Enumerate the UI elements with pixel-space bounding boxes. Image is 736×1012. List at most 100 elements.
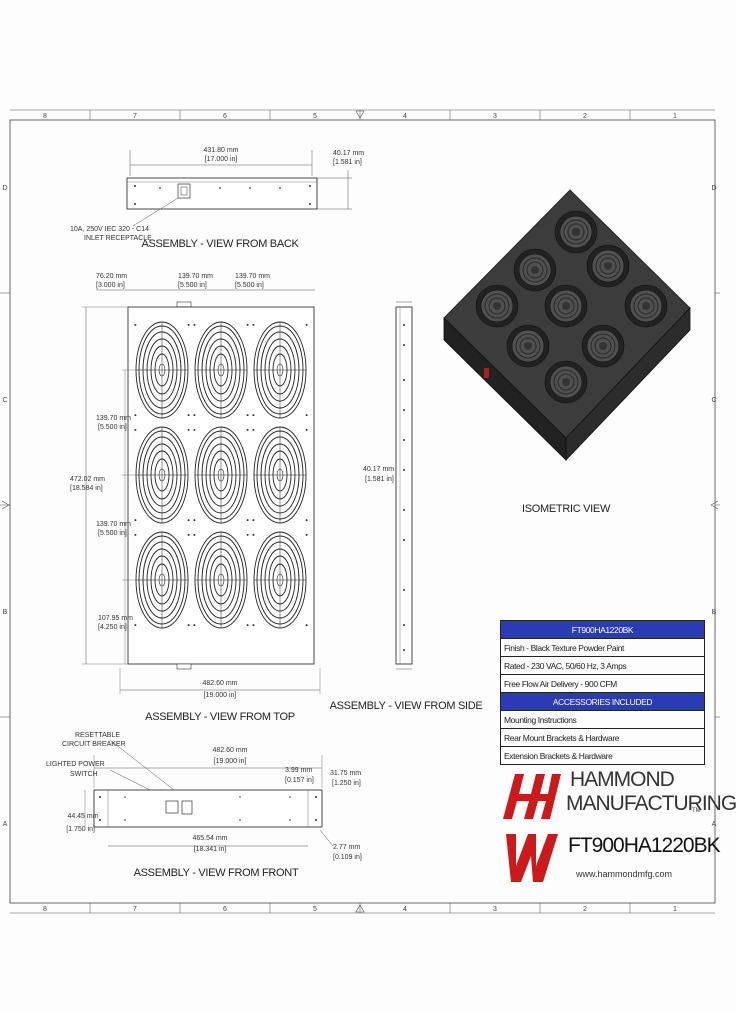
- side-panel: [395, 306, 413, 665]
- top-bottom-offset-dim-in: [4.250 in]: [98, 624, 127, 631]
- accessories-header: ACCESSORIES INCLUDED: [500, 692, 705, 711]
- top-vpitch1-dim: 139.70 mm: [96, 415, 131, 422]
- front-body-dim-in: [18.341 in]: [194, 846, 227, 853]
- zone-row-a-right: A: [712, 821, 717, 828]
- inlet-note-2: INLET RECEPTACLE: [84, 235, 152, 242]
- zone-col-4-bottom: 4: [403, 906, 407, 913]
- zone-col-6-bottom: 6: [223, 906, 227, 913]
- accessory-item-3: Extension Brackets & Hardware: [500, 746, 705, 765]
- back-panel: [126, 177, 318, 210]
- iso-side-face: [565, 307, 691, 461]
- zone-row-d-right: D: [711, 185, 716, 192]
- front-body-dim: 465.54 mm: [192, 835, 227, 842]
- top-width-dim-in: [19.000 in]: [204, 692, 237, 699]
- zone-col-7-bottom: 7: [133, 906, 137, 913]
- top-pitch2-dim: 139.70 mm: [235, 273, 270, 280]
- zone-row-a: A: [3, 821, 8, 828]
- front-slot-dim: 2.77 mm: [333, 844, 360, 851]
- top-offset-dim: 76.20 mm: [96, 273, 127, 280]
- fan-grille-icon: [252, 321, 308, 419]
- top-fan-grid: [134, 321, 308, 629]
- back-height-dim-in: [1.581 in]: [333, 159, 362, 166]
- zone-col-5: 5: [313, 113, 317, 120]
- side-view: 40.17 mm [1.581 in] ASSEMBLY - VIEW FROM…: [330, 301, 483, 712]
- fan-grille-icon: [193, 531, 249, 629]
- iso-fan-icon: [544, 284, 588, 328]
- isometric-title: ISOMETRIC VIEW: [522, 503, 611, 515]
- top-pitch1-dim-in: [5.500 in]: [178, 282, 207, 289]
- front-height-dim-in: [1.750 in]: [66, 826, 95, 833]
- front-view: RESETTABLE CIRCUIT BREAKER LIGHTED POWER…: [46, 732, 362, 879]
- engineering-drawing: 8 7 6 5 4 3 2 1 8 7 6 5 4 3 2 1 D C B A …: [0, 109, 720, 914]
- zone-row-c-right: C: [711, 397, 716, 404]
- spec-airflow: Free Flow Air Delivery - 900 CFM: [500, 674, 705, 693]
- brand-part-number: FT900HA1220BK: [568, 834, 721, 857]
- fan-grille-icon: [252, 426, 308, 524]
- part-number-header: FT900HA1220BK: [500, 620, 705, 639]
- breaker-icon: [165, 800, 179, 814]
- power-switch-icon: [181, 800, 193, 815]
- back-width-dim: 431.80 mm: [203, 147, 238, 154]
- breaker-note-2: CIRCUIT BREAKER: [62, 741, 126, 748]
- iso-fan-icon: [475, 284, 519, 328]
- center-mark-left: [1, 500, 10, 510]
- iso-fan-icon: [506, 324, 550, 368]
- brand-name-2: MANUFACTURING: [566, 792, 736, 815]
- top-depth-dim: 472.02 mm: [70, 476, 105, 483]
- top-offset-dim-in: [3.000 in]: [96, 282, 125, 289]
- zone-col-8: 8: [43, 113, 47, 120]
- side-view-title: ASSEMBLY - VIEW FROM SIDE: [330, 700, 483, 712]
- front-ear-dim: 3.99 mm: [285, 767, 312, 774]
- iso-fan-icon: [554, 210, 598, 254]
- zone-col-6: 6: [223, 113, 227, 120]
- zone-row-b-right: B: [712, 609, 717, 616]
- zone-col-4: 4: [403, 113, 407, 120]
- iec-inlet-icon: [177, 183, 191, 199]
- front-view-title: ASSEMBLY - VIEW FROM FRONT: [134, 867, 299, 879]
- back-width-dim-in: [17.000 in]: [205, 156, 238, 163]
- spec-rated: Rated - 230 VAC, 50/60 Hz, 3 Amps: [500, 656, 705, 675]
- front-hole-dim-in: [1.250 in]: [332, 780, 361, 787]
- top-pitch1-dim: 139.70 mm: [178, 273, 213, 280]
- zone-col-2: 2: [583, 113, 587, 120]
- iso-fan-icon: [544, 360, 588, 404]
- iso-fan-grid: [475, 210, 668, 404]
- switch-note-2: SWITCH: [70, 771, 98, 778]
- zone-col-2-bottom: 2: [583, 906, 587, 913]
- side-height-dim-in: [1.581 in]: [365, 476, 394, 483]
- spec-finish: Finish - Black Texture Powder Paint: [500, 638, 705, 657]
- top-width-dim: 482.60 mm: [202, 680, 237, 687]
- iso-fan-icon: [624, 284, 668, 328]
- hammond-logo-icon: [503, 774, 561, 882]
- center-mark-right: [710, 500, 719, 510]
- top-pitch2-dim-in: [5.500 in]: [235, 282, 264, 289]
- zone-col-7: 7: [133, 113, 137, 120]
- center-mark-top: [355, 110, 365, 119]
- iso-fan-icon: [581, 324, 625, 368]
- top-bottom-offset-dim: 107.95 mm: [98, 615, 133, 622]
- front-width-dim: 482.60 mm: [212, 747, 247, 754]
- top-vpitch2-dim-in: [5.500 in]: [98, 530, 127, 537]
- fan-grille-icon: [252, 531, 308, 629]
- front-slot-dim-in: [0.109 in]: [333, 854, 362, 861]
- iso-fan-icon: [513, 248, 557, 292]
- top-vpitch2-dim: 139.70 mm: [96, 521, 131, 528]
- title-block-brand: HAMMOND MANUFACTURING TM FT900HA1220BK w…: [500, 766, 736, 886]
- zone-col-3-bottom: 3: [493, 906, 497, 913]
- back-view: 431.80 mm [17.000 in] 40.17 mm [1.581 in…: [70, 147, 364, 250]
- switch-note-1: LIGHTED POWER: [46, 761, 105, 768]
- zone-row-b: B: [3, 609, 8, 616]
- zone-col-3: 3: [493, 113, 497, 120]
- zone-col-1-bottom: 1: [673, 906, 677, 913]
- back-view-title: ASSEMBLY - VIEW FROM BACK: [141, 238, 299, 250]
- isometric-view: ISOMETRIC VIEW: [443, 189, 691, 515]
- zone-row-d: D: [2, 185, 7, 192]
- fan-grille-icon: [193, 426, 249, 524]
- accessory-item-2: Rear Mount Brackets & Hardware: [500, 728, 705, 747]
- iso-fan-icon: [586, 244, 630, 288]
- accessory-item-1: Mounting Instructions: [500, 710, 705, 729]
- back-height-dim: 40.17 mm: [333, 150, 364, 157]
- top-depth-dim-in: [18.584 in]: [70, 485, 103, 492]
- brand-url: www.hammondmfg.com: [576, 869, 673, 879]
- breaker-note-1: RESETTABLE: [75, 732, 120, 739]
